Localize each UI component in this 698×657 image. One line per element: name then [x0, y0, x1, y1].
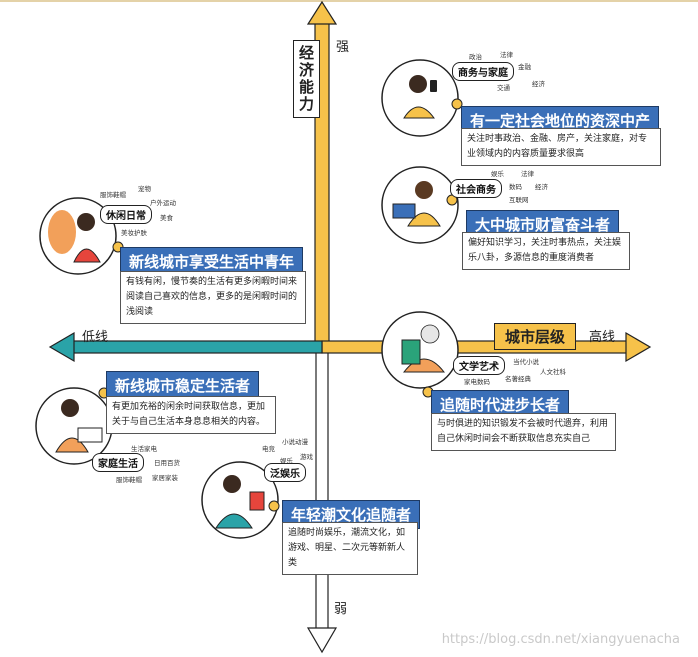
persona-keyword-5-4: 家居家装	[152, 472, 178, 482]
persona-illustration-2	[382, 167, 458, 243]
x-axis-left-label: 低线	[82, 326, 108, 345]
y-axis-title: 经济能力	[293, 40, 320, 118]
persona-description-5: 有更加充裕的闲余时间获取信息，更加关于与自己生活本身息息相关的内容。	[106, 396, 276, 434]
persona-keyword-6-4: 游戏	[300, 451, 313, 461]
x-axis-right-label: 高线	[589, 326, 615, 345]
persona-keyword-3-3: 户外运动	[150, 197, 176, 207]
persona-keyword-5-1: 生活家电	[131, 443, 157, 453]
persona-keyword-1-5: 经济	[532, 78, 545, 88]
persona-keyword-2-4: 经济	[535, 181, 548, 191]
persona-keyword-2-1: 娱乐	[491, 168, 504, 178]
persona-keyword-5-2: 日用百货	[154, 457, 180, 467]
x-axis-left-arrow	[50, 333, 74, 361]
persona-description-4: 与时俱进的知识锻发不会被时代遗弃，利用自己休闲时间会不断获取信息充实自己	[431, 413, 616, 451]
persona-description-1: 关注时事政治、金融、房产，关注家庭，对专业领域内的内容质量要求很高	[461, 128, 661, 166]
persona-keyword-6-3: 娱乐	[280, 455, 293, 465]
persona-tag-6: 泛娱乐	[264, 463, 306, 482]
persona-keyword-2-3: 数码	[509, 181, 522, 191]
persona-keyword-3-2: 服饰鞋帽	[100, 189, 126, 199]
y-axis-down-arrow	[308, 628, 336, 652]
persona-keyword-6-2: 电竞	[262, 443, 275, 453]
persona-keyword-1-3: 金融	[518, 61, 531, 71]
persona-keyword-4-2: 人文社科	[540, 366, 566, 376]
persona-tag-2: 社会商务	[450, 179, 502, 198]
persona-keyword-1-4: 交通	[497, 82, 510, 92]
persona-tag-5: 家庭生活	[92, 453, 144, 472]
persona-keyword-1-1: 政治	[469, 51, 482, 61]
persona-tag-3: 休闲日常	[100, 205, 152, 224]
persona-tag-1: 商务与家庭	[452, 62, 514, 81]
persona-keyword-3-5: 美妆护肤	[121, 227, 147, 237]
y-axis-bottom-label: 弱	[334, 598, 347, 617]
watermark-text: https://blog.csdn.net/xiangyuenacha	[442, 632, 680, 647]
persona-keyword-2-5: 互联网	[509, 194, 529, 204]
x-axis-right-arrow	[626, 333, 650, 361]
persona-keyword-4-3: 家电数码	[464, 376, 490, 386]
persona-description-6: 追随时尚娱乐，潮流文化，如游戏、明星、二次元等新新人类	[282, 522, 418, 575]
persona-description-3: 有钱有闲，慢节奏的生活有更多闲暇时间来阅读自己喜欢的信息，更多的是闲暇时间的浅阅…	[120, 271, 306, 324]
persona-keyword-1-2: 法律	[500, 49, 513, 59]
persona-description-2: 偏好知识学习，关注时事热点，关注娱乐八卦，多源信息的重度消费者	[462, 232, 630, 270]
persona-keyword-3-1: 宠物	[138, 183, 151, 193]
persona-keyword-5-3: 服饰鞋帽	[116, 474, 142, 484]
y-axis-top-label: 强	[336, 36, 349, 55]
persona-illustration-1	[382, 60, 458, 136]
persona-keyword-4-1: 当代小说	[513, 356, 539, 366]
persona-keyword-4-4: 名著经典	[505, 373, 531, 383]
persona-tag-4: 文学艺术	[453, 356, 505, 375]
persona-keyword-3-4: 美食	[160, 212, 173, 222]
y-axis-up-arrow	[308, 2, 336, 24]
persona-keyword-6-1: 小说动漫	[282, 436, 308, 446]
persona-illustration-4	[382, 312, 458, 388]
x-axis-title: 城市层级	[494, 323, 576, 350]
persona-keyword-2-2: 法律	[521, 168, 534, 178]
